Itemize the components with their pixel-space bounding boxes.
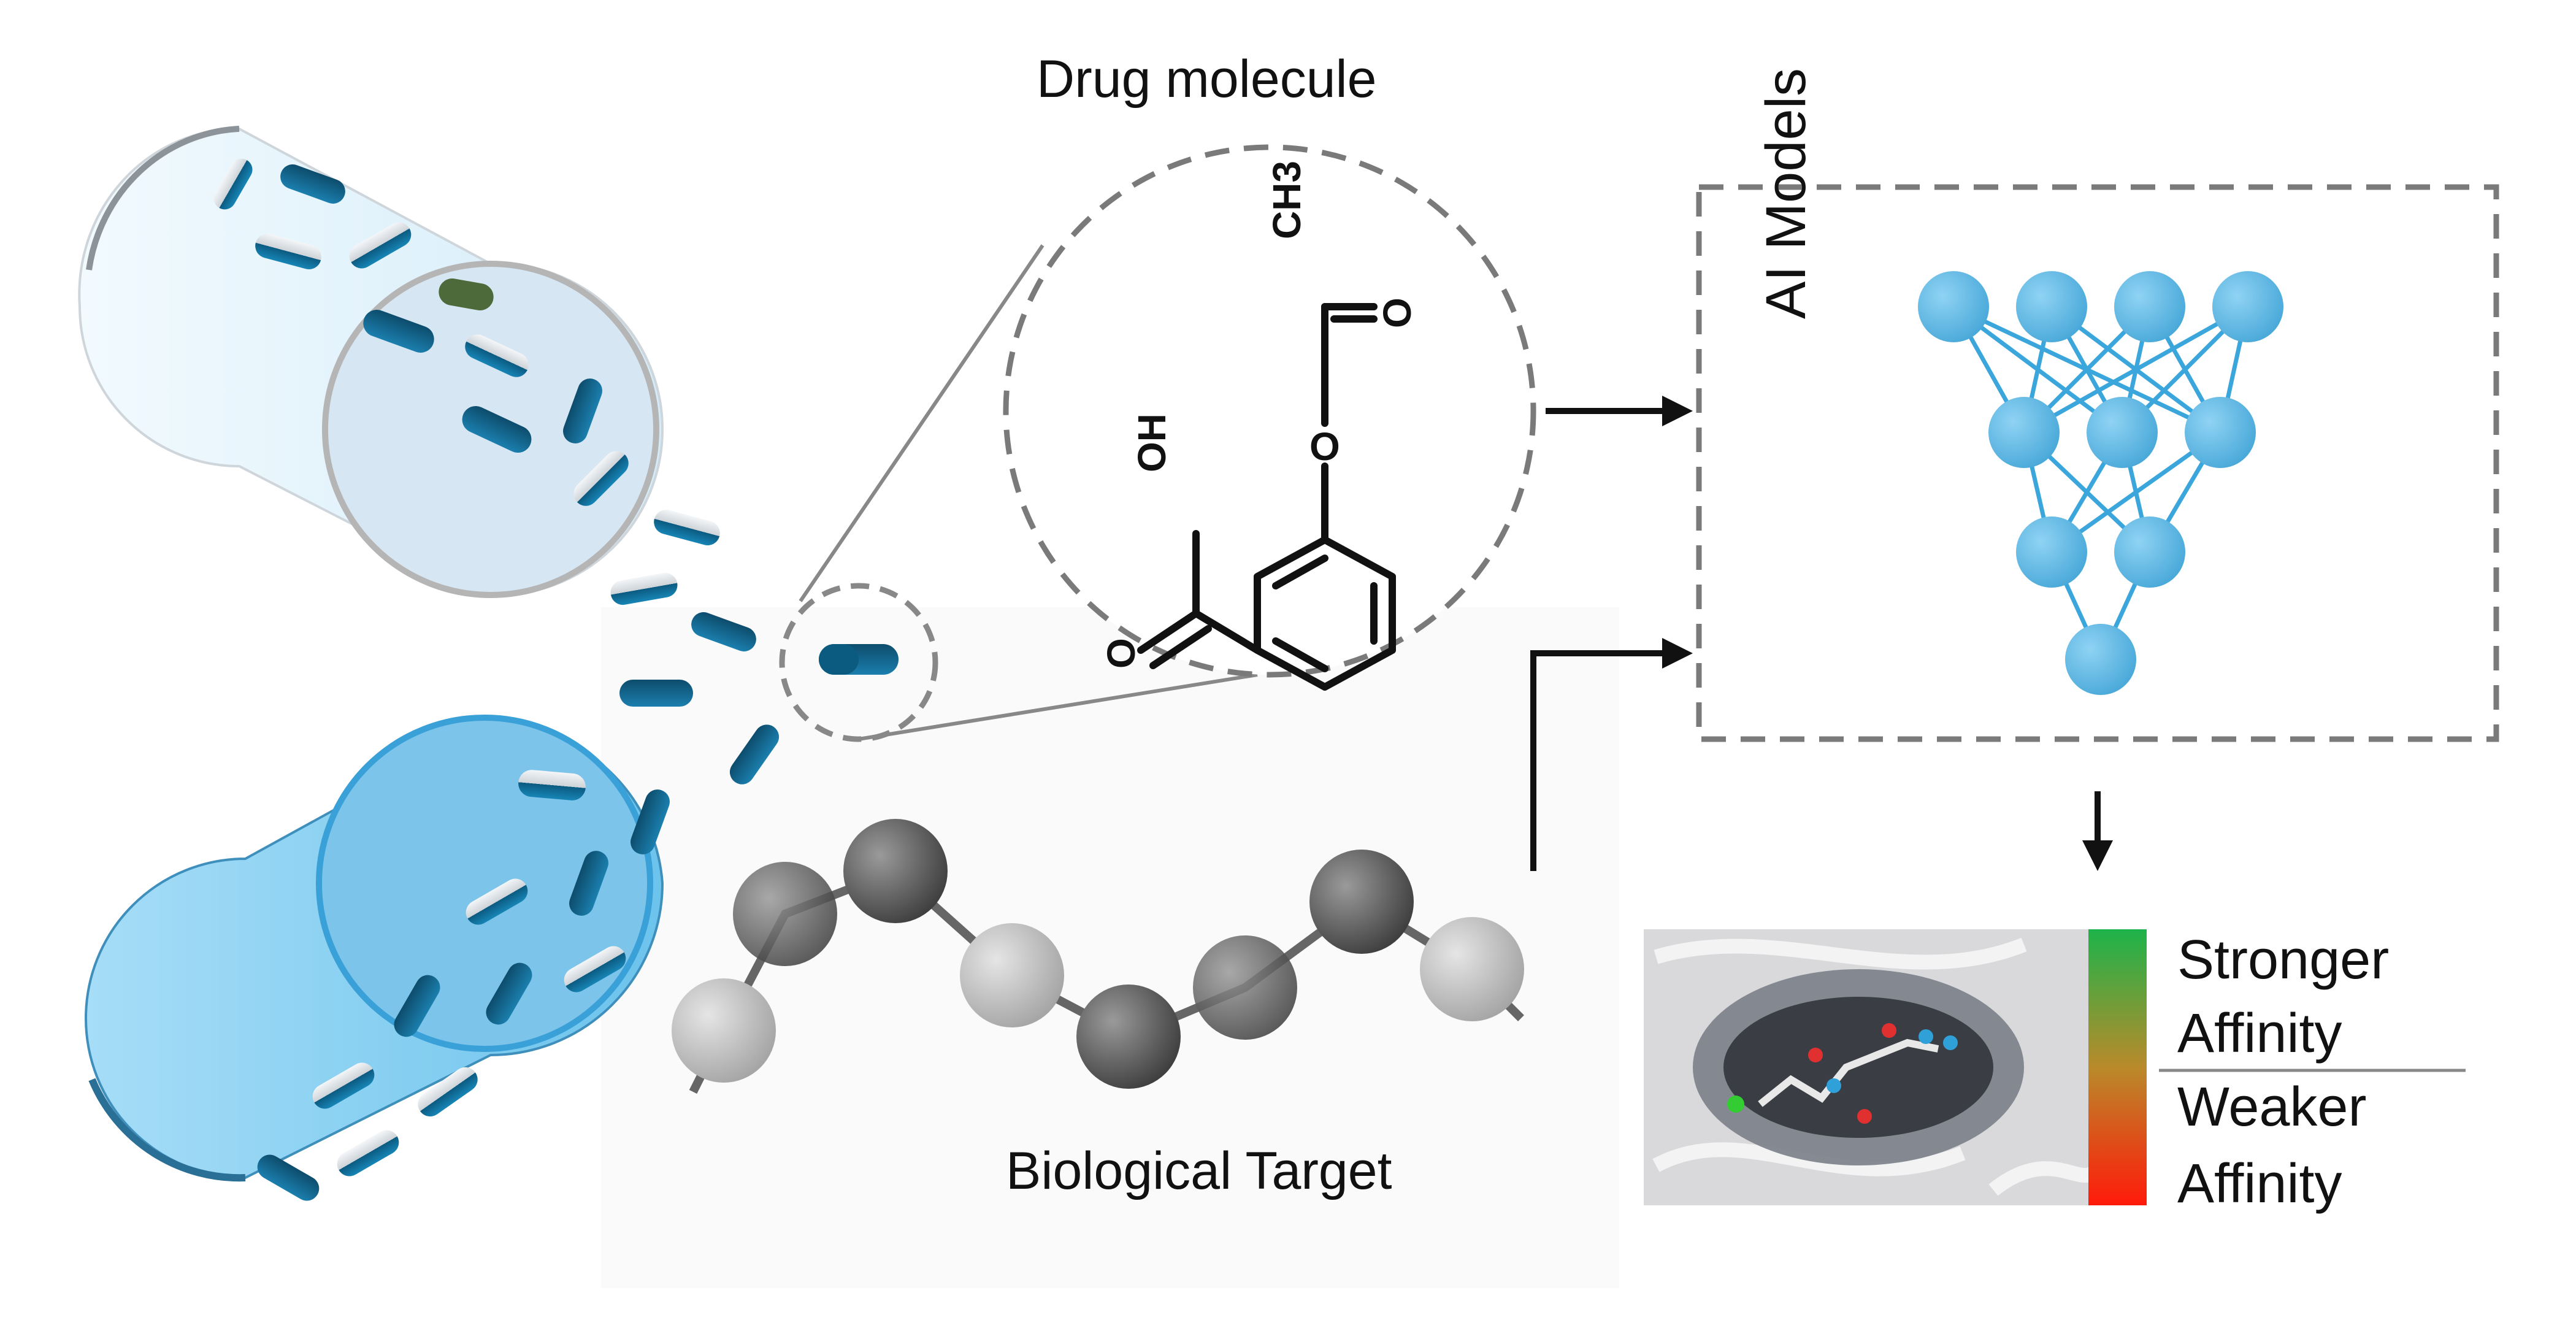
network-node bbox=[2114, 271, 2185, 342]
drug-molecule-structure bbox=[1137, 303, 1396, 691]
network-node bbox=[2016, 516, 2087, 588]
ai-models-title: AI Models bbox=[1755, 67, 1817, 319]
neural-network-icon bbox=[1951, 304, 2250, 661]
weaker-affinity-label-line1: Weaker bbox=[2177, 1077, 2367, 1138]
biological-target-title: Biological Target bbox=[1006, 1142, 1392, 1200]
network-node bbox=[2114, 516, 2185, 588]
zoom-callout bbox=[779, 144, 1536, 742]
carbonyl-oxygen-label: O bbox=[1375, 297, 1419, 328]
ai-models-box bbox=[1696, 184, 2499, 742]
protein-ligand-complex-icon bbox=[1644, 929, 2105, 1205]
molecule-atom-labels: O O CH3 OH O bbox=[1099, 161, 1419, 669]
network-node bbox=[2016, 271, 2087, 342]
network-node bbox=[1918, 271, 1989, 342]
network-node bbox=[2185, 397, 2256, 468]
acid-oxygen-label: O bbox=[1099, 638, 1143, 669]
top-capsule-container-icon bbox=[78, 126, 664, 598]
weaker-affinity-label-line2: Affinity bbox=[2177, 1153, 2342, 1215]
network-node bbox=[1988, 397, 2060, 468]
drug-molecule-title: Drug molecule bbox=[1037, 50, 1377, 109]
network-node bbox=[2212, 271, 2283, 342]
network-node bbox=[2087, 397, 2158, 468]
stronger-affinity-label-line2: Affinity bbox=[2177, 1003, 2342, 1064]
stronger-affinity-label-line1: Stronger bbox=[2177, 929, 2390, 991]
flow-arrows bbox=[1530, 396, 2113, 871]
affinity-gradient-bar bbox=[2088, 929, 2147, 1205]
methyl-label: CH3 bbox=[1265, 161, 1309, 239]
network-node bbox=[2065, 624, 2136, 695]
bottom-capsule-container-icon bbox=[84, 715, 664, 1182]
hydroxyl-label: OH bbox=[1130, 413, 1174, 472]
ester-oxygen-label: O bbox=[1309, 424, 1340, 469]
protein-chain-icon bbox=[672, 819, 1524, 1094]
capsule-group bbox=[213, 158, 780, 1201]
network-nodes bbox=[1918, 271, 2283, 695]
